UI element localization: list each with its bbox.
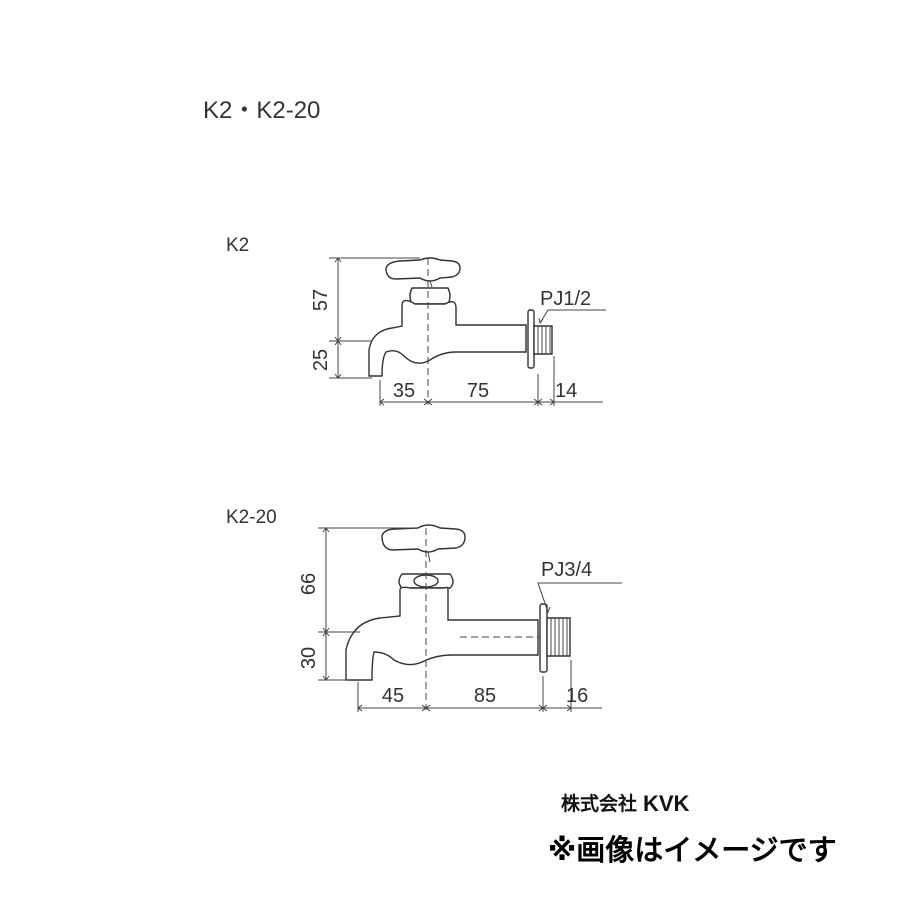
- k2-bonnet: [409, 287, 451, 305]
- k2-body: [368, 299, 527, 377]
- brand-company: 株式会社: [561, 792, 637, 815]
- k2-dim-thread: 14: [555, 380, 577, 402]
- model-label-k2-20: K2-20: [226, 507, 277, 528]
- model-label-k2: K2: [226, 235, 249, 256]
- k2-flange: [527, 309, 535, 369]
- k2-20-dim-body: 85: [474, 685, 496, 707]
- k2-handle: [385, 257, 461, 282]
- k2-pipe-thread-label: PJ1/2: [540, 288, 591, 310]
- k2-20-flange: [539, 603, 548, 673]
- k2-20-dim-height-lower: 30: [298, 647, 320, 669]
- k2-dim-body: 75: [467, 380, 489, 402]
- faucet-k2-20-diagram: K2-20 66 30 45 85 16 PJ3/4: [226, 507, 622, 712]
- k2-20-dim-spout: 45: [382, 685, 404, 707]
- faucet-k2-diagram: K2 57 25 35 75 14 PJ1/2: [226, 235, 606, 406]
- k2-20-dim-height-upper: 66: [298, 573, 320, 595]
- k2-dim-height-lower: 25: [310, 349, 332, 371]
- k2-thread: [533, 325, 553, 355]
- brand-logo: 株式会社 KVK: [561, 791, 690, 816]
- k2-20-pipe-thread-label: PJ3/4: [541, 559, 592, 581]
- page-title: K2・K2-20: [203, 97, 320, 124]
- k2-dim-height-upper: 57: [310, 289, 332, 311]
- brand-logo-text: KVK: [643, 791, 690, 816]
- k2-20-dim-thread: 16: [566, 685, 588, 707]
- k2-20-handle: [381, 524, 466, 553]
- image-notice: ※画像はイメージです: [548, 834, 837, 867]
- k2-20-body: [345, 586, 539, 681]
- k2-dim-spout: 35: [393, 380, 415, 402]
